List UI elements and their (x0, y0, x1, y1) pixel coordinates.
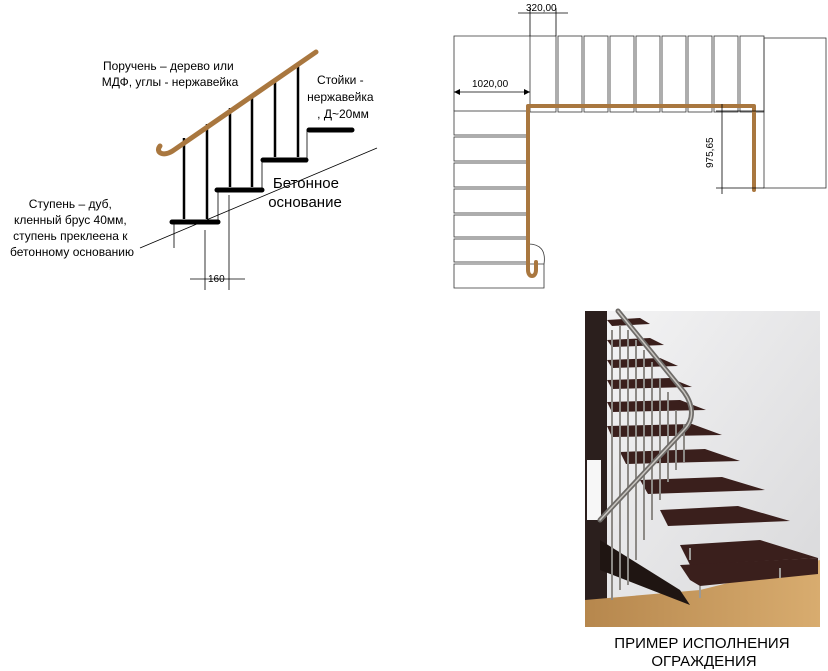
plan-handrail (526, 104, 756, 278)
photo-stringer (600, 540, 690, 605)
posts-label: Стойки - нержавейка , Д~20мм (307, 73, 377, 121)
base-label: Бетонное основание (268, 175, 343, 211)
photo-handrail-highlight (599, 310, 693, 521)
photo-treads (607, 318, 818, 586)
left-flight-treads (453, 110, 545, 289)
handrail (156, 49, 319, 157)
concrete-base-line (139, 147, 378, 249)
handrail-label: Поручень – дерево или МДФ, углы - нержав… (102, 59, 239, 89)
top-flight-treads (529, 35, 765, 113)
step-width-dimension (190, 195, 245, 290)
example-photo: ПРИМЕР ИСПОЛНЕНИЯ ОГРАЖДЕНИЯ (585, 308, 820, 670)
height-dim-text: 975,65 (705, 137, 716, 168)
landing-dim-text: 1020,00 (472, 79, 509, 90)
photo-balusters (611, 325, 685, 600)
side-view: 160 Поручень – дерево или МДФ, углы - не… (10, 49, 378, 290)
photo-supports (689, 548, 781, 598)
photo-caption: ПРИМЕР ИСПОЛНЕНИЯ ОГРАЖДЕНИЯ (614, 635, 793, 670)
tread-dim-text: 320,00 (526, 3, 557, 14)
photo-window (587, 460, 601, 520)
landing-dimension (454, 89, 530, 95)
step-width-dim-text: 160 (208, 274, 225, 285)
tread-dimension (518, 8, 568, 36)
landing-outline (453, 35, 530, 111)
height-dimension (716, 104, 764, 194)
posts (182, 66, 300, 219)
plan-view: 320,00 1020,00 975,65 (453, 3, 827, 289)
step-label: Ступень – дуб, кленный брус 40мм, ступен… (10, 197, 134, 259)
upper-floor-outline (763, 37, 827, 189)
